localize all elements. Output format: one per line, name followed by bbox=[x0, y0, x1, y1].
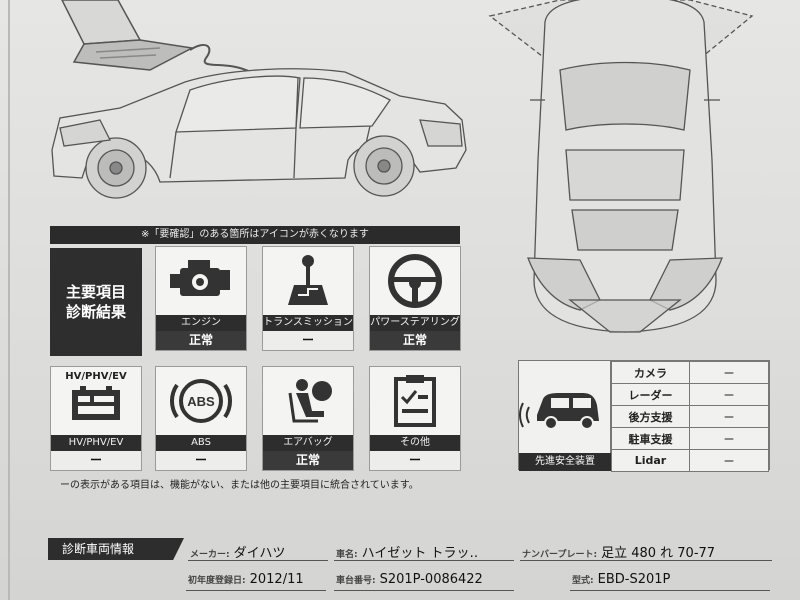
adas-item-name: 駐車支援 bbox=[611, 427, 690, 450]
maker-value: ダイハツ bbox=[233, 546, 286, 561]
status-badge: ー bbox=[51, 451, 141, 470]
notice-bar: ※「要確認」のある箇所はアイコンが赤くなります bbox=[50, 226, 460, 244]
card-label: その他 bbox=[370, 435, 460, 451]
adas-item-value: ー bbox=[689, 427, 769, 450]
adas-item-name: レーダー bbox=[611, 383, 690, 406]
registration-value: 2012/11 bbox=[249, 572, 304, 587]
adas-item-name: カメラ bbox=[611, 361, 690, 384]
card-power-steering: パワーステアリング 正常 bbox=[369, 246, 461, 351]
status-badge: ー bbox=[156, 451, 246, 470]
registration-label: 初年度登録日: bbox=[188, 576, 246, 586]
page-margin-line bbox=[8, 0, 10, 600]
divider bbox=[334, 560, 514, 561]
maker-label: メーカー: bbox=[190, 550, 230, 560]
divider bbox=[188, 560, 328, 561]
car-side-icon bbox=[51, 68, 467, 199]
chassis-field: 車台番号:S201P-0086422 bbox=[336, 572, 483, 587]
card-airbag: エアバッグ 正常 bbox=[262, 366, 354, 471]
card-label: エンジン bbox=[156, 315, 246, 331]
engine-icon bbox=[156, 247, 246, 315]
table-row: 駐車支援ー bbox=[611, 427, 769, 450]
status-badge: 正常 bbox=[263, 451, 353, 470]
adas-item-name: Lidar bbox=[611, 449, 690, 472]
adas-item-value: ー bbox=[689, 361, 769, 384]
chassis-label: 車台番号: bbox=[336, 576, 376, 586]
main-card-line1: 主要項目 bbox=[65, 283, 126, 301]
hv-icon-title: HV/PHV/EV bbox=[65, 371, 127, 382]
card-hv-phv-ev: HV/PHV/EV HV/PHV/EV ー bbox=[50, 366, 142, 471]
checklist-icon bbox=[370, 367, 460, 435]
car-top-icon bbox=[488, 0, 754, 333]
card-label: パワーステアリング bbox=[370, 315, 460, 331]
main-card-line2: 診断結果 bbox=[65, 303, 126, 321]
type-value: EBD-S201P bbox=[597, 572, 671, 587]
divider bbox=[570, 590, 770, 591]
card-transmission: トランスミッション ー bbox=[262, 246, 354, 351]
adas-item-value: ー bbox=[689, 405, 769, 428]
status-badge: 正常 bbox=[370, 331, 460, 350]
footnote: ーの表示がある項目は、機能がない、または他の主要項目に統合されています。 bbox=[60, 480, 419, 491]
card-abs: ABS ABS ー bbox=[155, 366, 247, 471]
chassis-value: S201P-0086422 bbox=[379, 572, 483, 587]
abs-icon-text: ABS bbox=[187, 394, 215, 409]
laptop-icon bbox=[61, 0, 195, 71]
steering-wheel-icon bbox=[370, 247, 460, 315]
table-row: 後方支援ー bbox=[611, 405, 769, 428]
main-diagnosis-title-card: 主要項目 診断結果 bbox=[50, 248, 142, 356]
card-label: トランスミッション bbox=[263, 315, 353, 331]
model-value: ハイゼット トラッ‥ bbox=[361, 546, 479, 561]
type-field: 型式:EBD-S201P bbox=[572, 572, 670, 587]
adas-item-name: 後方支援 bbox=[611, 405, 690, 428]
adas-item-value: ー bbox=[689, 383, 769, 406]
status-badge: ー bbox=[370, 451, 460, 470]
plate-label: ナンバープレート: bbox=[522, 550, 598, 560]
adas-caption: 先進安全装置 bbox=[519, 453, 611, 471]
gear-shift-icon bbox=[263, 247, 353, 315]
card-engine: エンジン 正常 bbox=[155, 246, 247, 351]
card-label: HV/PHV/EV bbox=[51, 435, 141, 451]
table-row: レーダーー bbox=[611, 383, 769, 406]
car-front-sensor-icon bbox=[519, 393, 599, 430]
abs-icon: ABS bbox=[156, 367, 246, 435]
card-other: その他 ー bbox=[369, 366, 461, 471]
status-badge: ー bbox=[263, 331, 353, 350]
divider bbox=[186, 590, 326, 591]
type-label: 型式: bbox=[572, 576, 594, 586]
status-badge: 正常 bbox=[156, 331, 246, 350]
card-label: エアバッグ bbox=[263, 435, 353, 451]
registration-field: 初年度登録日:2012/11 bbox=[188, 572, 304, 587]
divider bbox=[520, 560, 772, 561]
table-row: カメラー bbox=[611, 361, 769, 384]
plate-field: ナンバープレート:足立 480 れ 70-77 bbox=[522, 542, 715, 561]
vehicle-info-title: 診断車両情報 bbox=[48, 538, 184, 560]
model-label: 車名: bbox=[336, 550, 358, 560]
plate-value: 足立 480 れ 70-77 bbox=[601, 546, 716, 561]
divider bbox=[334, 590, 514, 591]
model-field: 車名:ハイゼット トラッ‥ bbox=[336, 542, 478, 561]
diagnostic-cable-icon bbox=[189, 43, 251, 73]
airbag-icon bbox=[263, 367, 353, 435]
hybrid-battery-icon bbox=[72, 386, 120, 420]
maker-field: メーカー:ダイハツ bbox=[190, 542, 285, 561]
card-label: ABS bbox=[156, 435, 246, 451]
adas-item-value: ー bbox=[689, 449, 769, 472]
